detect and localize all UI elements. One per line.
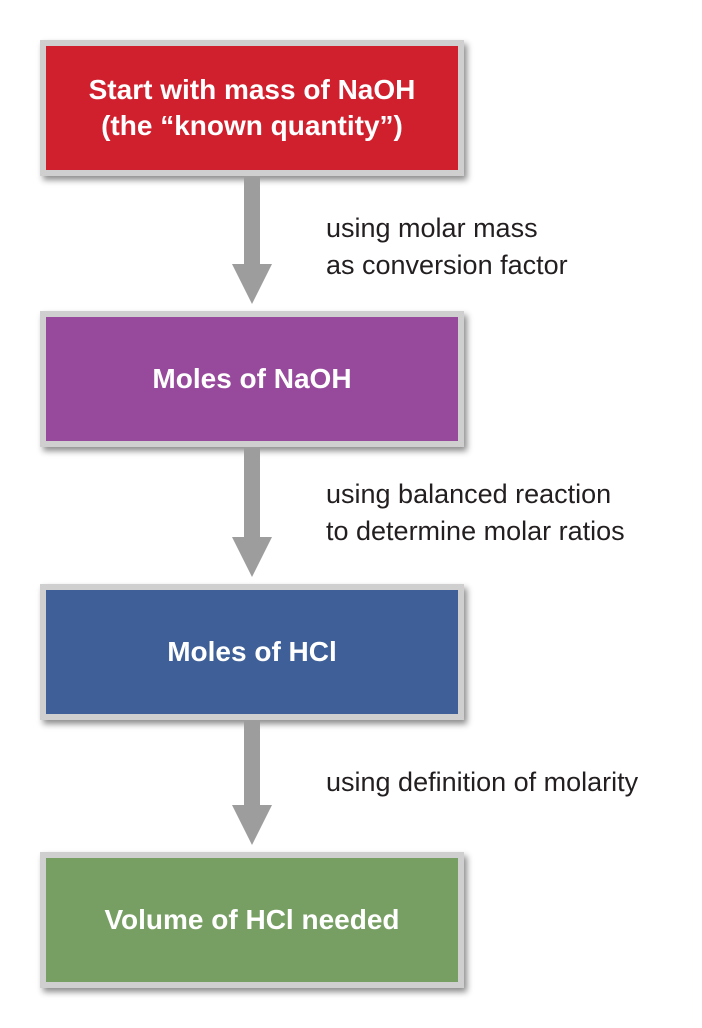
down-arrow-icon [232,176,272,304]
step-label: Moles of HCl [167,636,337,667]
step-label: Volume of HCl needed [104,904,400,935]
step-label: Moles of NaOH [152,363,352,394]
step-box-start-mass-naoh: Start with mass of NaOH (the “known quan… [40,40,464,176]
step-label: Start with mass of NaOH (the “known quan… [88,74,416,141]
transition-label-molar-mass: using molar mass as conversion factor [326,213,568,280]
transition-label-molar-ratios: using balanced reaction to determine mol… [326,479,625,546]
step-box-moles-naoh: Moles of NaOH [40,311,464,447]
down-arrow-icon [232,720,272,845]
down-arrow-icon [232,447,272,577]
transition-label-molarity: using definition of molarity [326,767,639,797]
step-box-moles-hcl: Moles of HCl [40,584,464,720]
step-box-volume-hcl: Volume of HCl needed [40,852,464,988]
